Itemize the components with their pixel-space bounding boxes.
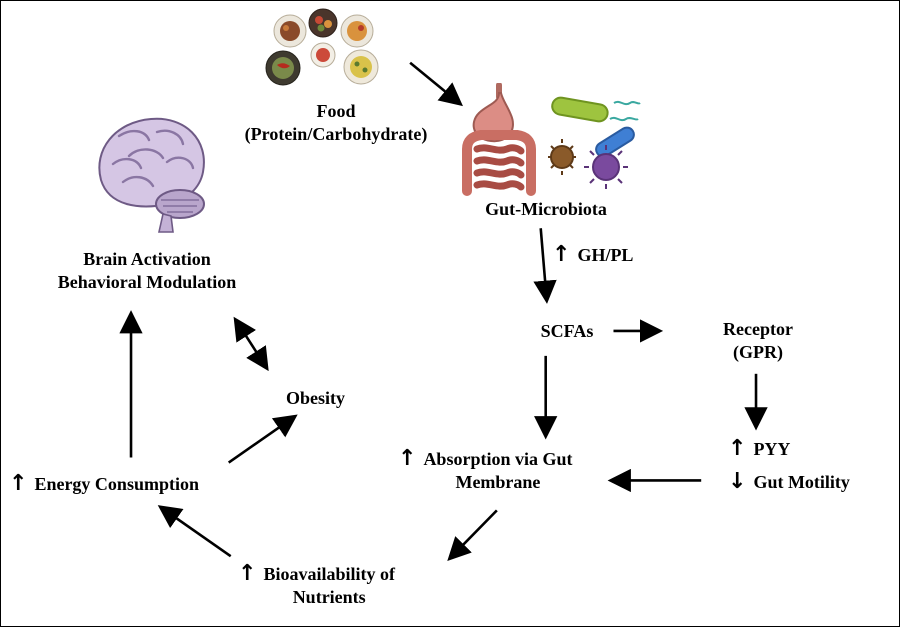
food-label-line2: (Protein/Carbohydrate) <box>244 124 428 145</box>
gut-microbiota-label: Gut-Microbiota <box>485 199 607 219</box>
food-plates-illustration <box>253 5 395 97</box>
absorption-label-line2: Membrane <box>455 472 541 493</box>
receptor-label: Receptor (GPR) <box>695 318 821 364</box>
food-plates-icon <box>265 8 379 86</box>
food-label: Food (Protein/Carbohydrate) <box>226 100 446 146</box>
gut-motility-text: Gut Motility <box>753 472 850 492</box>
bioavailability-label: ↑ Bioavailability of Nutrients <box>238 563 395 609</box>
up-arrow-icon: ↑ <box>9 471 28 496</box>
bioavailability-label-line2: Nutrients <box>292 587 366 608</box>
bioavailability-label-line1: Bioavailability of <box>263 564 395 584</box>
scfas-label: SCFAs <box>540 321 594 341</box>
absorption-label: ↑ Absorption via Gut Membrane <box>398 448 572 494</box>
brain-illustration <box>79 106 221 238</box>
ghpl-label: ↑ GH/PL <box>552 244 633 267</box>
gut-icon <box>462 82 536 196</box>
down-arrow-icon: ↓ <box>728 469 747 494</box>
brain-activation-label: Brain Activation Behavioral Modulation <box>39 248 255 294</box>
arrow-absorption-to-bioavailability <box>447 509 498 561</box>
up-arrow-icon: ↑ <box>238 561 257 586</box>
arrow-brain-obesity-bidirectional <box>233 316 269 372</box>
brain-activation-line2: Behavioral Modulation <box>57 272 237 293</box>
absorption-label-line1: Absorption via Gut <box>423 449 573 469</box>
pyy-label: ↑ PYY <box>728 438 790 461</box>
pyy-text: PYY <box>753 439 791 459</box>
brain-activation-line1: Brain Activation <box>83 249 211 269</box>
brain-icon <box>98 117 205 233</box>
energy-consumption-text: Energy Consumption <box>34 474 199 494</box>
ghpl-text: GH/PL <box>577 245 634 265</box>
receptor-label-line1: Receptor <box>723 319 793 339</box>
gut-illustration <box>453 82 545 199</box>
up-arrow-icon: ↑ <box>552 242 571 267</box>
food-label-line1: Food <box>316 101 356 121</box>
arrow-gutmicrobiota-to-scfas <box>533 228 557 304</box>
gut-motility-label: ↓ Gut Motility <box>728 471 850 494</box>
energy-consumption-label: ↑ Energy Consumption <box>9 473 199 496</box>
receptor-label-line2: (GPR) <box>733 342 783 363</box>
microbes-illustration <box>544 93 642 191</box>
arrow-bioavailability-to-energy <box>157 505 232 558</box>
up-arrow-icon: ↑ <box>728 436 747 461</box>
up-arrow-icon: ↑ <box>398 446 417 471</box>
obesity-label: Obesity <box>285 388 345 408</box>
arrow-food-to-gut <box>409 61 463 107</box>
arrow-energy-to-obesity <box>227 414 298 464</box>
microbes-icon <box>548 96 641 189</box>
